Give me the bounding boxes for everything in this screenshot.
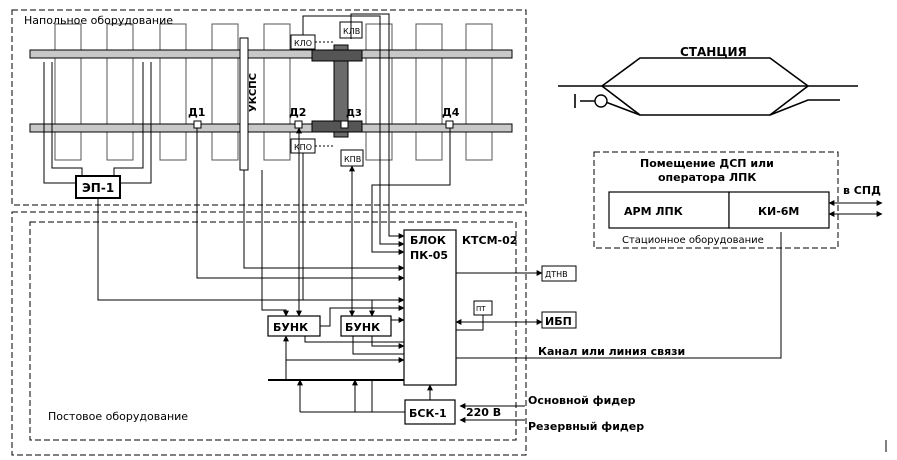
wheelset: [311, 44, 363, 138]
uksps-label: УКСПС: [248, 73, 259, 112]
kpo-label: КПО: [294, 143, 312, 152]
main-feeder-label: Основной фидер: [528, 394, 636, 407]
uksps-strip: [239, 37, 249, 171]
bunk1-label: БУНК: [273, 321, 308, 334]
pk05-block: [403, 229, 457, 386]
station-track: [558, 57, 858, 116]
floor-zone-label: Напольное оборудование: [24, 14, 173, 27]
bsk1-label: БСК-1: [409, 407, 447, 420]
arm-lpk-label: АРМ ЛПК: [624, 205, 683, 218]
floor-zone-frame: [11, 9, 527, 206]
klv-label: КЛВ: [343, 27, 360, 36]
arm-lpk-box: [608, 191, 730, 229]
ki6m-box: [728, 191, 830, 229]
spd-arrows: [828, 200, 883, 217]
sensor-d2-label: Д2: [289, 106, 306, 119]
sensor-d1-label: Д1: [188, 106, 205, 119]
voltage-label: 220 В: [466, 406, 501, 419]
reserve-feeder-label: Резервный фидер: [528, 420, 644, 433]
ep1-wires: [43, 62, 152, 184]
ktsm-label: КТСМ-02: [462, 234, 517, 247]
station-title: СТАНЦИЯ: [680, 45, 747, 59]
post-wires: [97, 13, 782, 423]
bunk2-label: БУНК: [345, 321, 380, 334]
post-zone-label: Постовое оборудование: [48, 410, 188, 423]
station-equipment-label: Стационное оборудование: [622, 235, 764, 246]
sensor-dotted-links: [315, 41, 334, 147]
station-signal-icon: [594, 94, 608, 108]
post-zone-frame: [11, 211, 527, 456]
pt-label: ПТ: [476, 305, 486, 313]
ibp-label: ИБП: [545, 315, 572, 328]
sleepers: [54, 23, 493, 161]
klo-label: КЛО: [294, 39, 312, 48]
post-inner-frame: [29, 221, 517, 441]
spd-label: в СПД: [843, 184, 881, 197]
bsk1-box: [404, 399, 456, 425]
rails: [29, 49, 513, 133]
ki6m-label: КИ-6М: [758, 205, 799, 218]
pk05-line2: ПК-05: [410, 249, 448, 262]
dtnv-label: ДТНВ: [545, 270, 568, 279]
sensor-d4-label: Д4: [442, 106, 460, 119]
kpv-label: КПВ: [344, 155, 361, 164]
ep1-label: ЭП-1: [82, 181, 114, 195]
sensor-d3-label: Д3: [346, 108, 362, 119]
channel-label: Канал или линия связи: [538, 345, 685, 358]
pk05-line1: БЛОК: [410, 234, 446, 247]
